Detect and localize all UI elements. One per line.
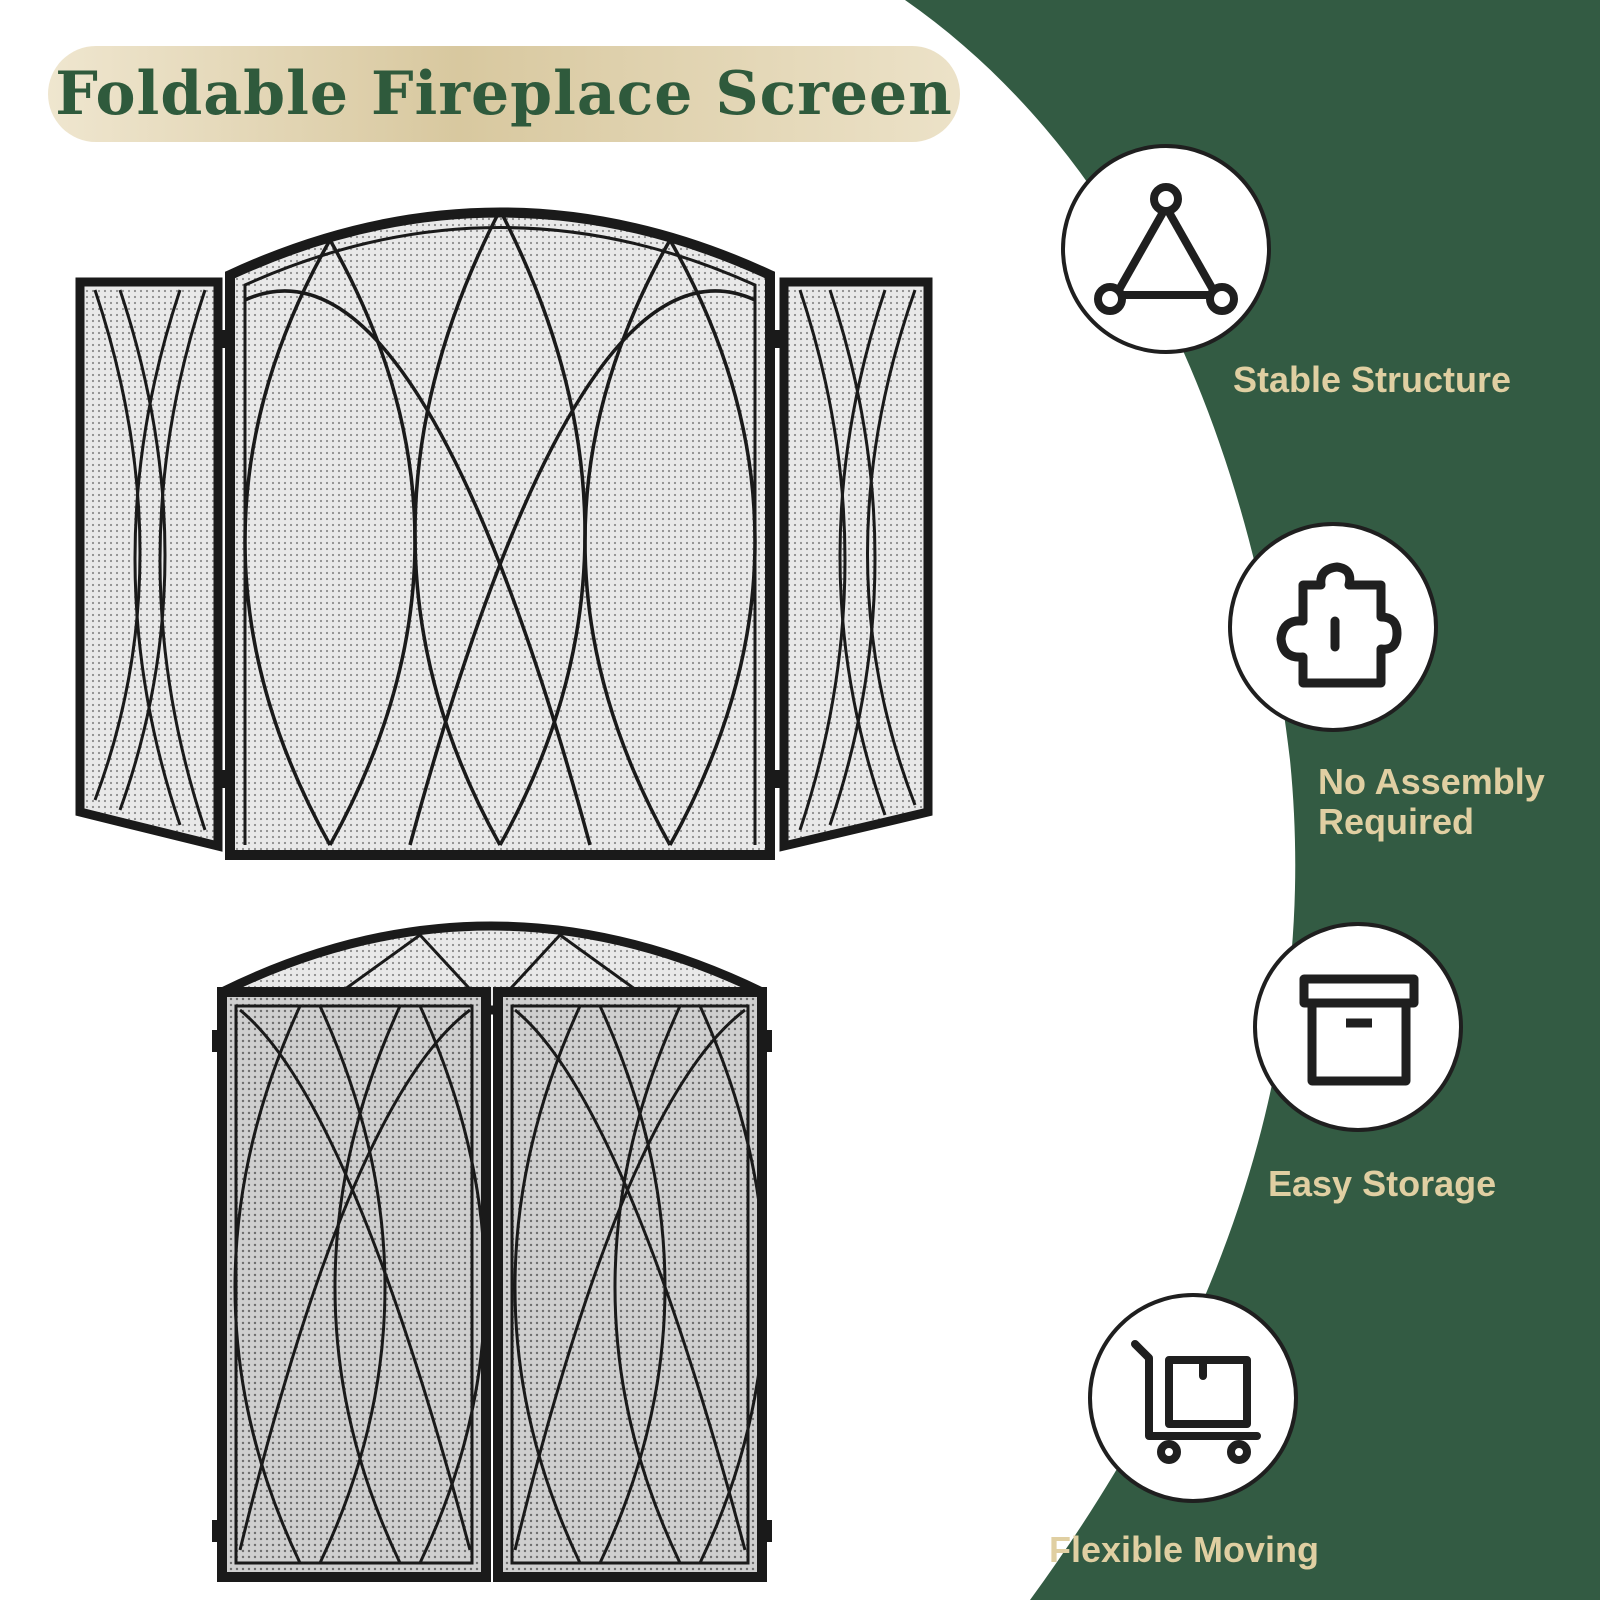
center-panel — [225, 207, 775, 860]
left-side-panel — [75, 277, 223, 852]
feature-label-stable-structure: Stable Structure — [1233, 359, 1512, 400]
title-banner: Foldable Fireplace Screen — [48, 46, 960, 142]
storage-box-icon — [1253, 922, 1463, 1132]
page-title: Foldable Fireplace Screen — [55, 59, 953, 129]
feature-label-no-assembly: No Assembly Required — [1318, 761, 1545, 842]
right-side-panel — [779, 277, 933, 852]
folded-right-door — [493, 987, 767, 1582]
feature-label-easy-storage: Easy Storage — [1268, 1163, 1497, 1204]
cart-icon — [1088, 1293, 1298, 1503]
unfolded-fireplace-screen — [75, 207, 933, 860]
folded-fireplace-screen — [212, 921, 772, 1582]
feature-label-flexible-moving: Flexible Moving — [1049, 1529, 1320, 1570]
folded-left-door — [217, 987, 491, 1582]
puzzle-piece-icon — [1228, 522, 1438, 732]
triangle-structure-icon — [1061, 144, 1271, 354]
